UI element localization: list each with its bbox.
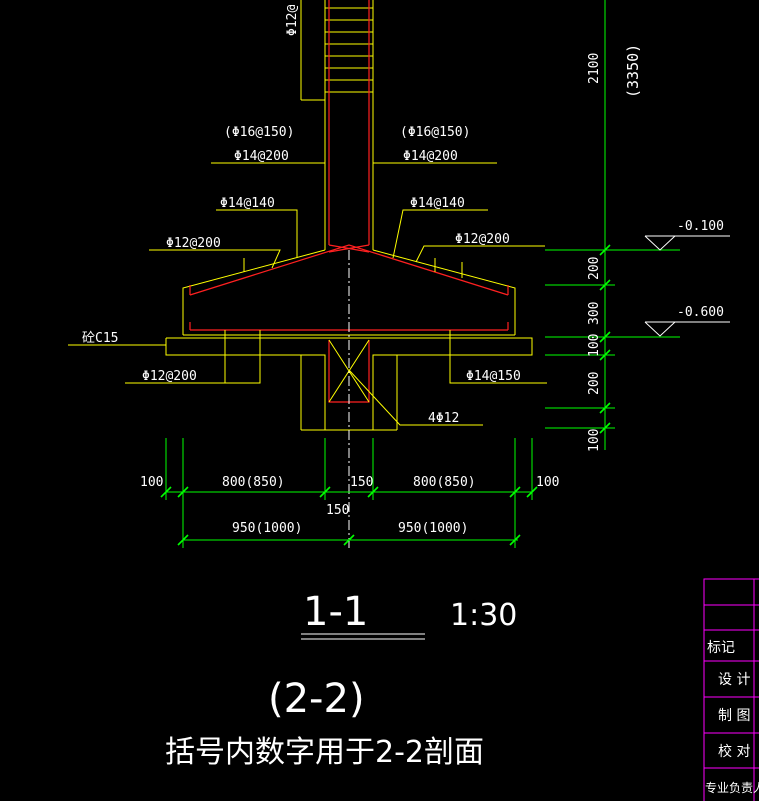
tb-zhitu: 制 图 xyxy=(718,708,750,724)
dim-2100: 2100 xyxy=(587,53,602,84)
dim-left-800: 800(850) xyxy=(222,475,285,490)
section-scale: 1:30 xyxy=(450,598,517,633)
dim-right-100: 100 xyxy=(536,475,559,490)
right-140-label: Φ14@140 xyxy=(410,196,465,211)
right-bracket-label: (Φ16@150) xyxy=(400,125,470,140)
col-vert-label: Φ12@ xyxy=(285,5,300,36)
dim-200b: 200 xyxy=(587,372,602,395)
dim-left-100: 100 xyxy=(140,475,163,490)
section-note: 括号内数字用于2-2剖面 xyxy=(165,735,484,770)
elevation-markers xyxy=(644,235,730,337)
dim-100b: 100 xyxy=(587,429,602,452)
concrete-label: 砼C15 xyxy=(82,331,118,346)
bottom-left-label: Φ12@200 xyxy=(142,369,197,384)
right-main-label: Φ14@200 xyxy=(403,149,458,164)
left-main-label: Φ14@200 xyxy=(234,149,289,164)
dim-mid-150: 150 xyxy=(350,475,373,490)
tb-biaoji: 标记 xyxy=(707,640,735,656)
tb-sheji: 设 计 xyxy=(718,672,750,688)
section-title: 1-1 xyxy=(303,589,368,635)
left-bracket-label: (Φ16@150) xyxy=(224,125,294,140)
dim-100a: 100 xyxy=(587,334,602,357)
pile-label: 4Φ12 xyxy=(428,411,459,426)
title-block xyxy=(703,578,759,801)
dim-center-150: 150 xyxy=(326,503,349,518)
bottom-right-label: Φ14@150 xyxy=(466,369,521,384)
tb-jiaodui: 校 对 xyxy=(718,743,750,760)
section-alt: (2-2) xyxy=(268,676,365,722)
left-200-label: Φ12@200 xyxy=(166,236,221,251)
left-140-label: Φ14@140 xyxy=(220,196,275,211)
right-200-label: Φ12@200 xyxy=(455,232,510,247)
column-stirrups xyxy=(325,7,373,93)
dim-3350: (3350) xyxy=(624,44,642,98)
dim-right-950: 950(1000) xyxy=(398,521,468,536)
dim-ticks-right xyxy=(599,244,611,434)
dim-right-800: 800(850) xyxy=(413,475,476,490)
tb-fuzeren: 专业负责人 xyxy=(705,780,759,795)
dim-ticks-bottom xyxy=(160,486,538,546)
vertical-dimension xyxy=(545,0,680,450)
column-rebar xyxy=(328,0,370,245)
dim-300: 300 xyxy=(587,302,602,325)
leader-lines xyxy=(68,162,547,426)
column-outline xyxy=(300,0,374,250)
dim-left-950: 950(1000) xyxy=(232,521,302,536)
elevation-top: -0.100 xyxy=(677,219,724,234)
elevation-bottom: -0.600 xyxy=(677,305,724,320)
dim-200a: 200 xyxy=(587,257,602,280)
